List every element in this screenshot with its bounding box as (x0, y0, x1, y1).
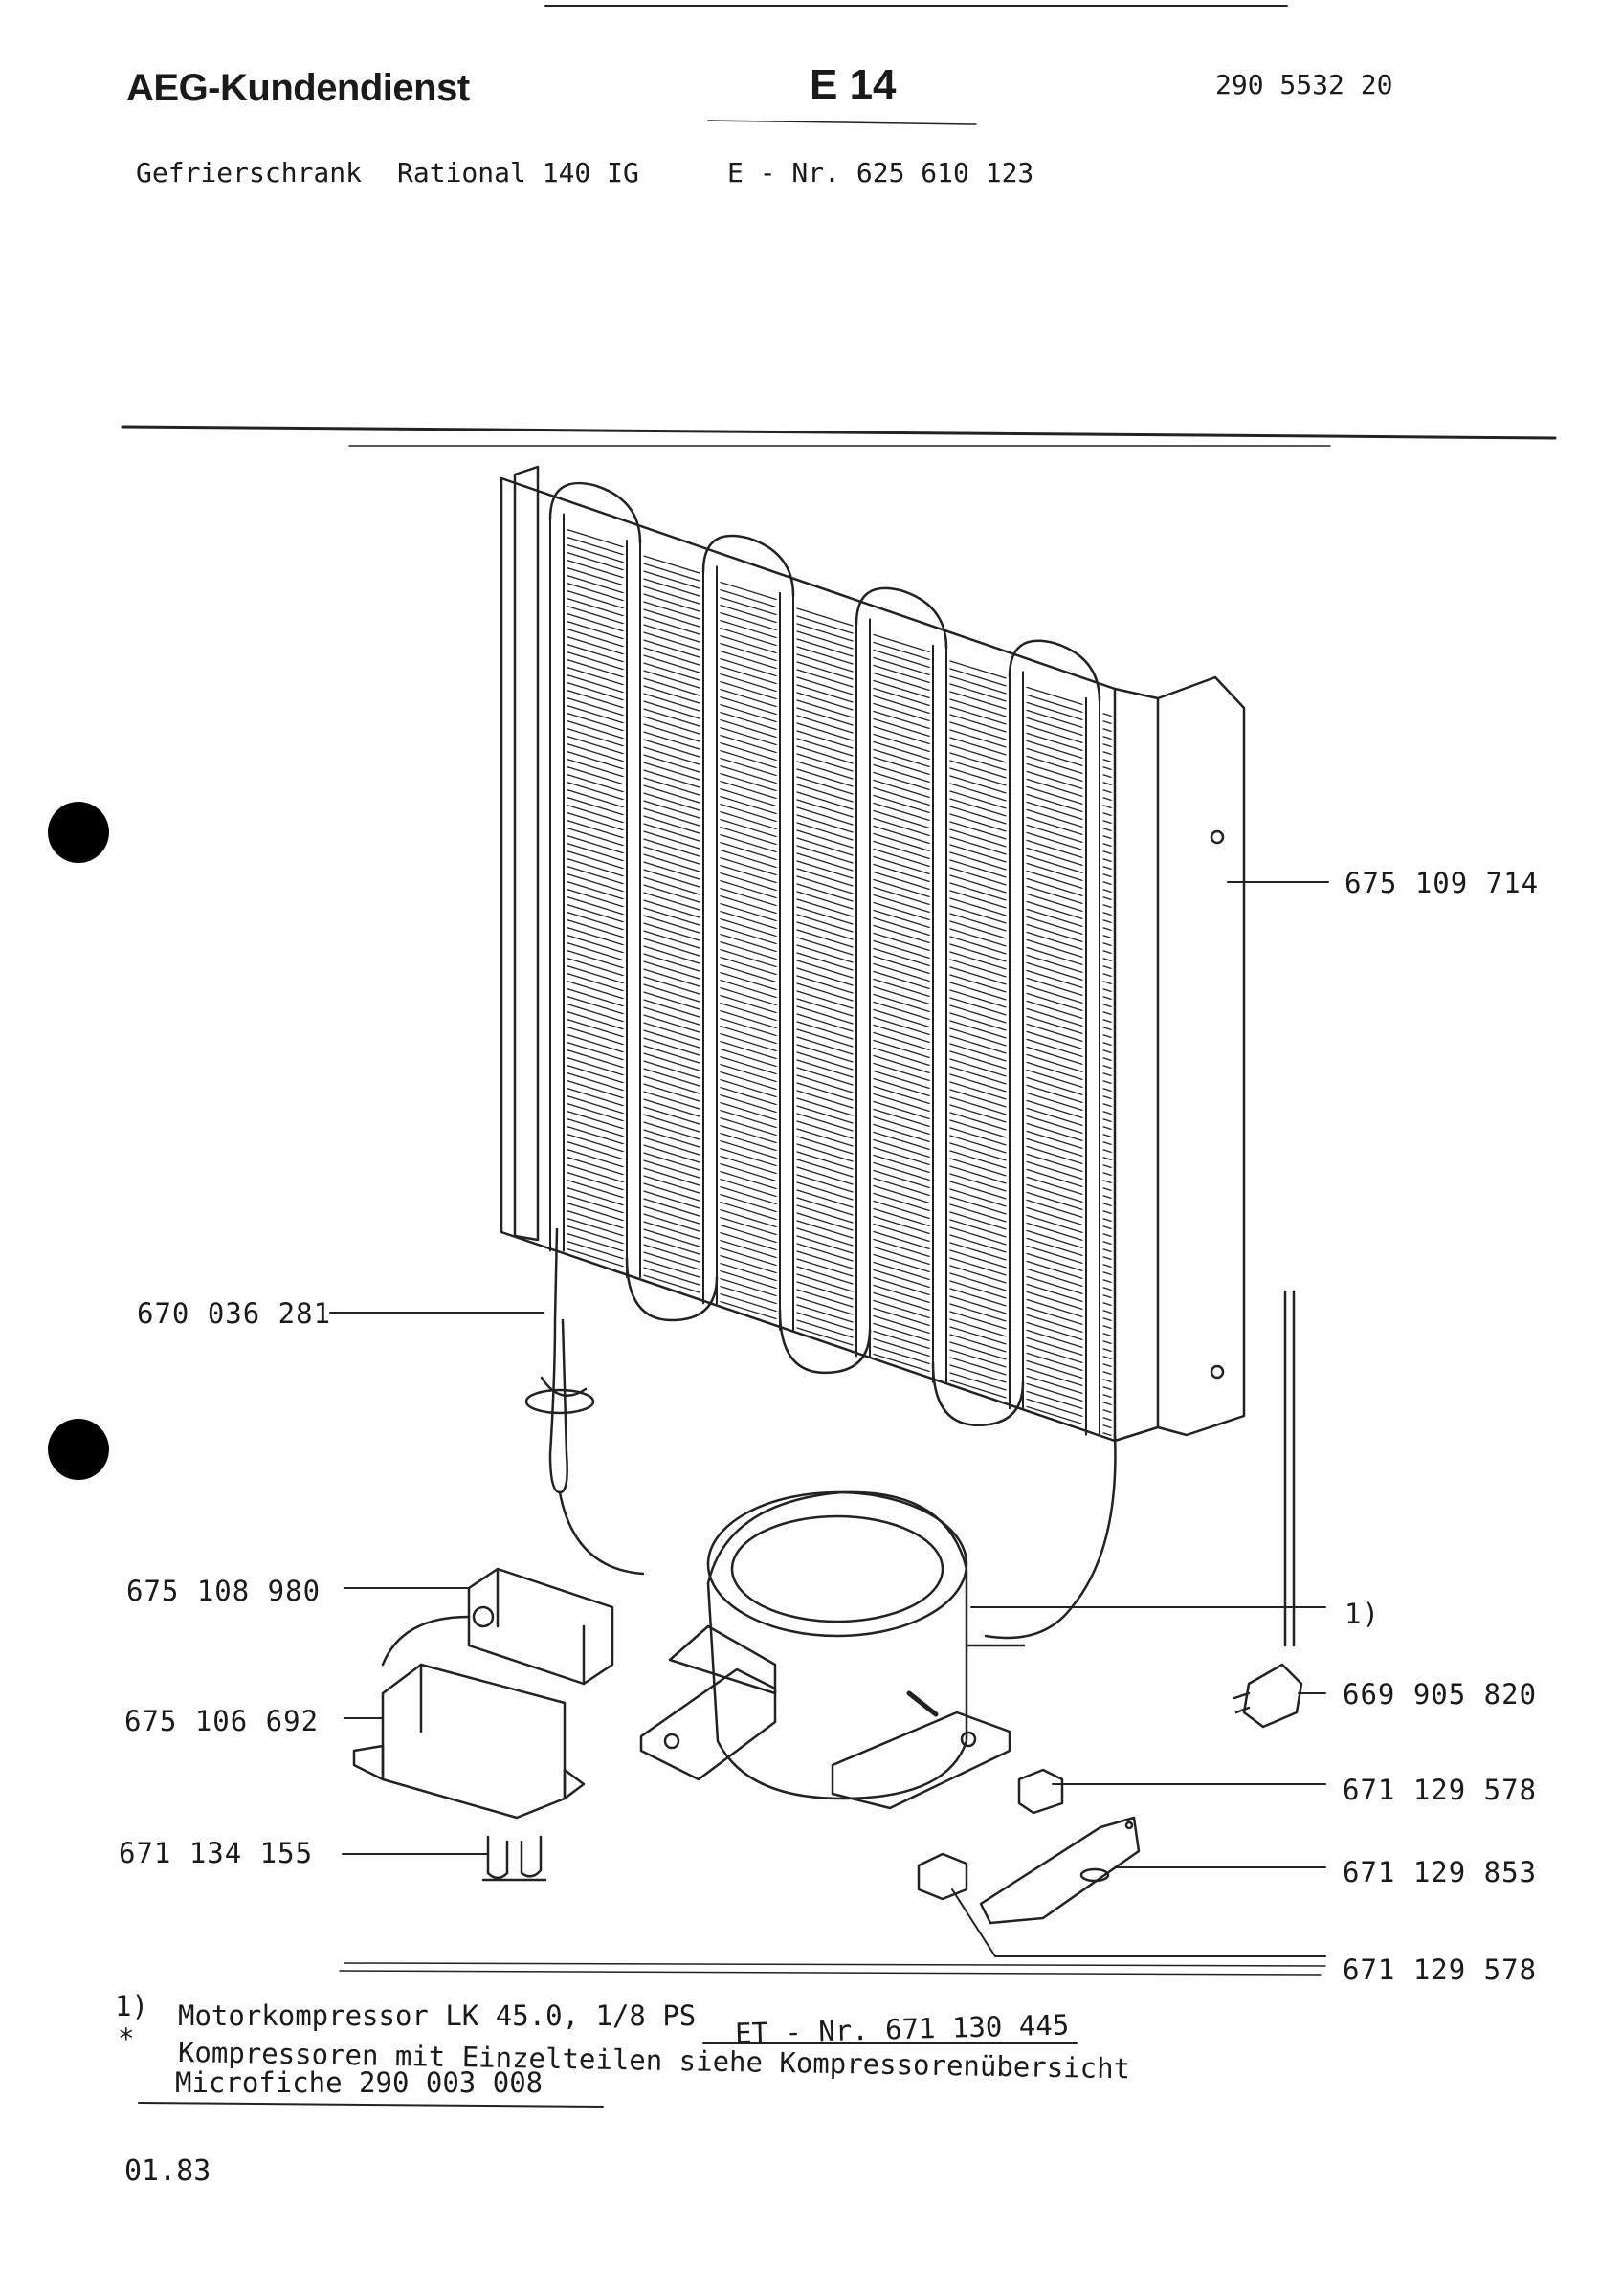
part-number-mounting-rail: 671 129 853 (1343, 1856, 1538, 1888)
part-number-condenser: 675 109 714 (1344, 867, 1540, 899)
e-number: E - Nr. 625 610 123 (727, 157, 1034, 188)
footnote-marker-1: 1) (115, 1990, 148, 2022)
footnote-marker-2: * (118, 2022, 135, 2055)
product-type: Gefrierschrank (136, 157, 363, 188)
part-number-thermostat-sensor: 670 036 281 (137, 1297, 332, 1330)
power-cord-part (1233, 1290, 1303, 1729)
part-number-clip: 671 134 155 (119, 1837, 314, 1869)
product-model: Rational 140 IG (397, 157, 639, 188)
relay-part (381, 1567, 614, 1686)
condenser-panel (500, 465, 1246, 1443)
clip-part (481, 1835, 547, 1882)
part-number-grommet-top: 671 129 578 (1343, 1774, 1538, 1806)
compressor-body (639, 1490, 1026, 1810)
mounting-rail-part (979, 1816, 1141, 1925)
grommet-bottom-part (917, 1852, 968, 1901)
footnote-compressor: Motorkompressor LK 45.0, 1/8 PS (178, 1999, 697, 2032)
relay-cover-part (352, 1663, 586, 1820)
grommet-top-part (1017, 1768, 1064, 1815)
part-number-relay-cover: 675 106 692 (124, 1705, 320, 1737)
footnote-microfiche: Microfiche 290 003 008 (175, 2066, 544, 2099)
part-number-grommet-bottom: 671 129 578 (1343, 1954, 1538, 1986)
document-number: 290 5532 20 (1215, 69, 1393, 100)
document-code: E 14 (810, 61, 897, 108)
brand-title: AEG-Kundendienst (126, 67, 470, 109)
issue-date: 01.83 (124, 2154, 211, 2188)
binder-hole-top (48, 802, 109, 863)
part-number-relay: 675 108 980 (126, 1575, 322, 1607)
part-number-power-cord: 669 905 820 (1343, 1678, 1538, 1711)
compressor-footnote-ref: 1) (1344, 1598, 1380, 1630)
binder-hole-bottom (48, 1419, 109, 1480)
